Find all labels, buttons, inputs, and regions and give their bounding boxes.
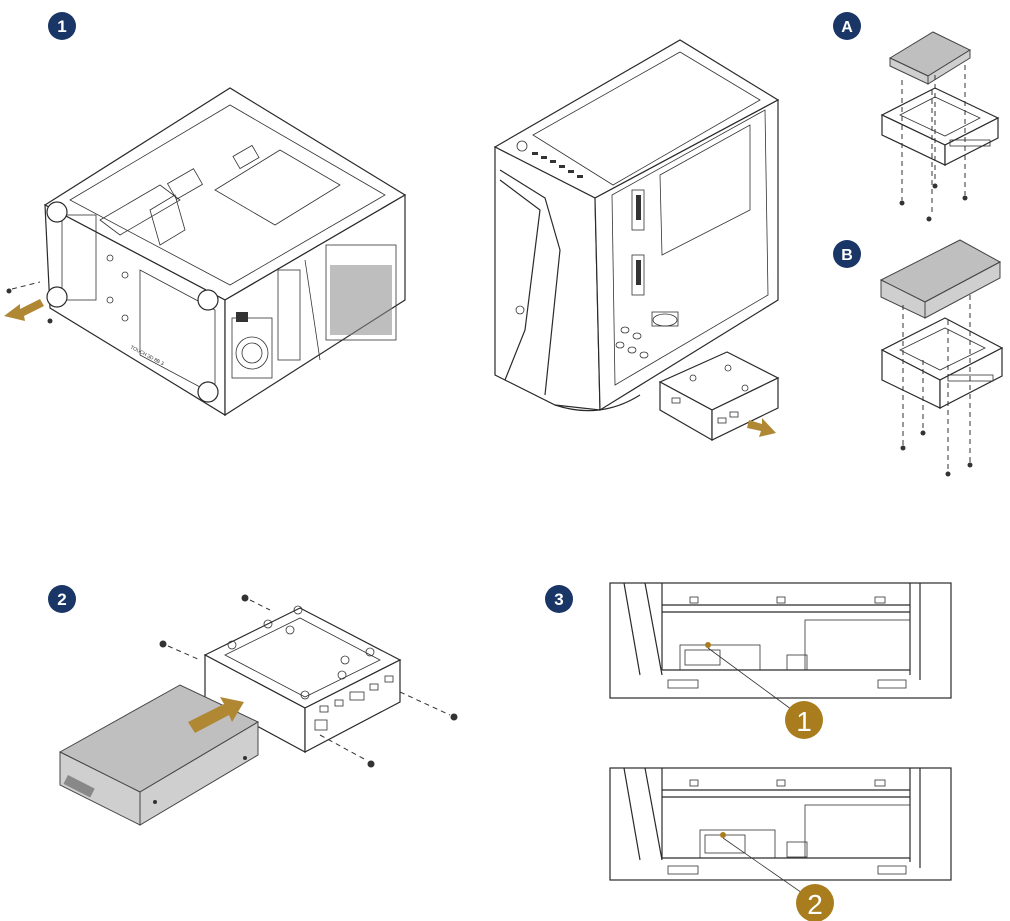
insert-arrow bbox=[188, 697, 244, 733]
step-1-badge: 1 bbox=[48, 12, 76, 40]
callout-1: 1 bbox=[785, 701, 823, 739]
ssd-mount-illustration bbox=[880, 31, 1000, 222]
hdd-insert-illustration bbox=[58, 594, 458, 826]
step-3-badge: 3 bbox=[545, 585, 573, 613]
svg-text:2: 2 bbox=[57, 590, 66, 609]
callout-2: 2 bbox=[796, 884, 834, 921]
case-rear-view-illustration: TOUCH 3D 8B 3 bbox=[4, 87, 407, 417]
svg-text:A: A bbox=[841, 19, 853, 36]
cage-position-1-panel bbox=[609, 582, 952, 713]
step-b-badge: B bbox=[833, 240, 861, 268]
svg-text:2: 2 bbox=[807, 889, 823, 920]
step-a-badge: A bbox=[833, 12, 861, 40]
case-front-view-illustration bbox=[493, 39, 780, 442]
pull-arrow bbox=[747, 418, 776, 437]
step-2-badge: 2 bbox=[48, 585, 76, 613]
svg-text:1: 1 bbox=[796, 706, 812, 737]
hdd-mount-illustration bbox=[879, 239, 1004, 477]
svg-text:1: 1 bbox=[57, 17, 66, 36]
svg-text:B: B bbox=[841, 247, 853, 264]
cage-position-2-panel bbox=[609, 767, 952, 896]
pull-arrow bbox=[4, 299, 44, 321]
svg-text:3: 3 bbox=[554, 590, 563, 609]
